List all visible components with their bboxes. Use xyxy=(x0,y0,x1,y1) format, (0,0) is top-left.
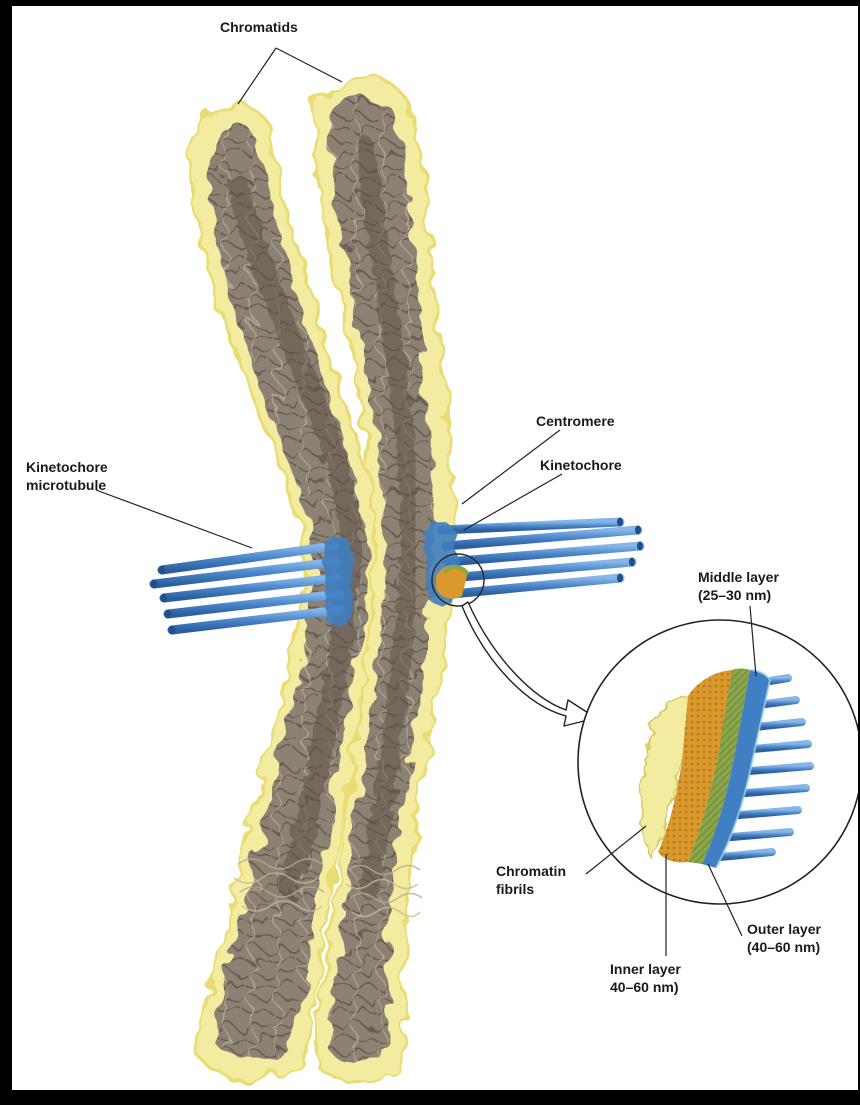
diagram-panel: Chromatids Centromere Kinetochore Kineto… xyxy=(12,6,858,1090)
label-outer-layer: Outer layer (40–60 nm) xyxy=(747,920,821,956)
chromatids-leader-right xyxy=(276,48,342,82)
label-centromere: Centromere xyxy=(536,412,615,430)
label-chromatin-fibrils: Chromatin fibrils xyxy=(496,862,566,898)
label-chromatin-fibrils-line1: Chromatin xyxy=(496,862,566,880)
label-middle-layer-line1: Middle layer xyxy=(698,568,779,586)
kinetochore-microtubule-leader xyxy=(96,490,252,548)
label-kinetochore-microtubule-line2: microtubule xyxy=(26,476,108,494)
left-kinetochore-plate xyxy=(324,536,354,625)
inset-magnified-view xyxy=(578,620,858,904)
label-inner-layer: Inner layer 40–60 nm) xyxy=(610,960,681,996)
label-outer-layer-line2: (40–60 nm) xyxy=(747,938,821,956)
label-chromatin-fibrils-line2: fibrils xyxy=(496,880,566,898)
chromosome-diagram xyxy=(12,6,858,1090)
label-kinetochore: Kinetochore xyxy=(540,456,622,474)
label-inner-layer-line1: Inner layer xyxy=(610,960,681,978)
label-middle-layer: Middle layer (25–30 nm) xyxy=(698,568,779,604)
label-outer-layer-line1: Outer layer xyxy=(747,920,821,938)
chromatids-leader-left xyxy=(238,48,276,104)
zoom-arrow xyxy=(462,602,596,726)
label-kinetochore-microtubule-line1: Kinetochore xyxy=(26,458,108,476)
label-middle-layer-line2: (25–30 nm) xyxy=(698,586,779,604)
label-chromatids: Chromatids xyxy=(220,18,298,36)
label-kinetochore-microtubule: Kinetochore microtubule xyxy=(26,458,108,494)
label-inner-layer-line2: 40–60 nm) xyxy=(610,978,681,996)
